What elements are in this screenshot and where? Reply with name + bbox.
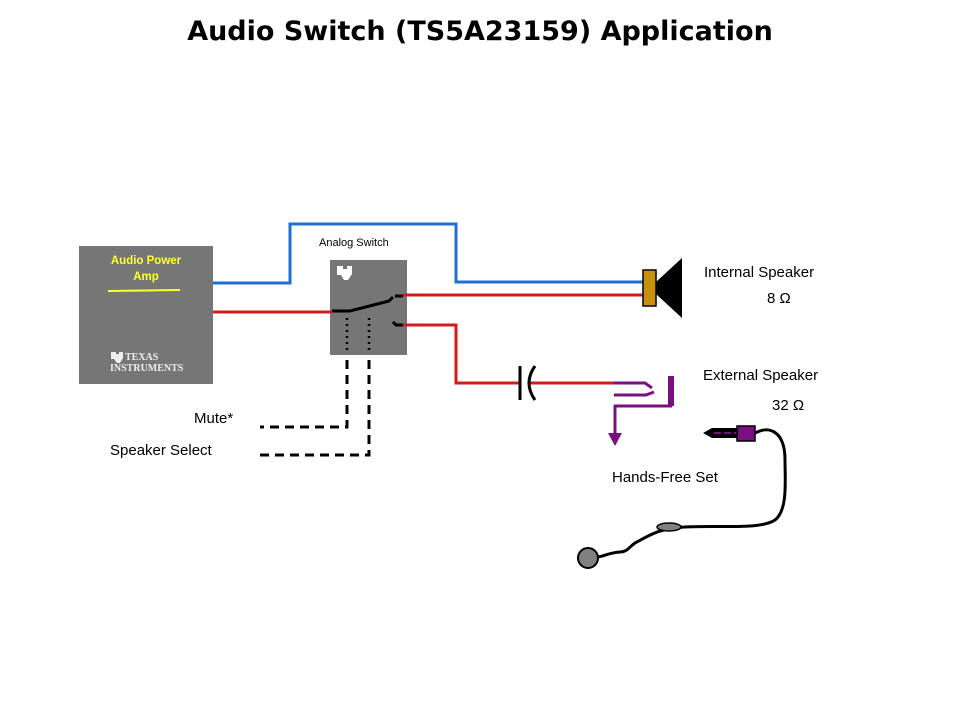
headset-cable [597,428,787,559]
blue-signal-wire [213,222,644,285]
mute-label: Mute* [194,410,234,427]
amp-label-line1: Audio Power [110,255,182,267]
speaker-select-dashed-line [260,360,371,457]
page-title: Audio Switch (TS5A23159) Application [187,16,773,47]
ti-logo-text-2: Instruments [110,363,184,374]
headset-plug-icon [703,425,756,442]
amp-underline [107,289,181,292]
capacitor-curve [527,365,537,401]
red-wire-external [403,323,614,385]
headset-inline-control [656,522,682,532]
external-speaker-label: External Speaker [703,367,819,384]
audio-power-amp-block [79,246,213,384]
internal-speaker-impedance: 8 Ω [767,290,791,307]
hands-free-set-label: Hands-Free Set [612,469,718,486]
mute-dashed-line [260,360,349,429]
headphone-jack-icon [608,376,674,446]
ti-logo-icon [337,266,352,280]
speaker-cone-icon [656,258,682,318]
external-speaker-impedance: 32 Ω [772,397,805,414]
ti-logo-icon-amp [111,352,123,363]
speaker-select-label: Speaker Select [110,442,212,459]
speaker-magnet [642,269,657,307]
internal-speaker-label: Internal Speaker [704,264,815,281]
amp-label-line2: Amp [133,271,159,283]
headset-earpiece-icon [577,547,599,569]
switch-arm [332,294,403,327]
analog-switch-label: Analog Switch [319,237,389,249]
ti-logo-text-1: Texas [125,352,159,363]
